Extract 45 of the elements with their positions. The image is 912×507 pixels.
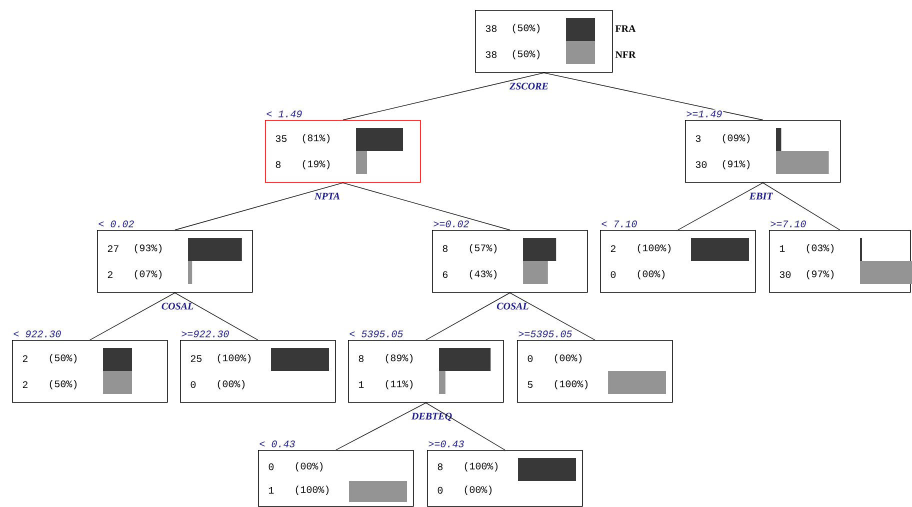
edge-label: < 1.49 bbox=[265, 110, 304, 118]
branch-line bbox=[342, 182, 510, 230]
split-variable: NPTA bbox=[314, 192, 340, 200]
split-variable: DEBTEQ bbox=[411, 412, 452, 422]
branch-line bbox=[426, 292, 510, 340]
branch-line bbox=[762, 182, 840, 230]
edge-label: >=1.49 bbox=[685, 110, 724, 118]
split-variable: COSAL bbox=[162, 302, 194, 310]
split-variable: ZSCORE bbox=[509, 82, 548, 90]
edge-label: < 0.02 bbox=[97, 220, 136, 228]
branch-line bbox=[90, 292, 176, 340]
branch-line bbox=[426, 402, 506, 450]
branch-line bbox=[174, 292, 258, 340]
tree-node-box: 0 (00%) 5 (100%) bbox=[517, 340, 673, 403]
edge-label: >=0.43 bbox=[427, 440, 466, 448]
tree-node-box: 0 (00%) 1 (100%) bbox=[258, 450, 414, 507]
edge-label: < 5395.05 bbox=[348, 330, 404, 338]
edge-label: >=0.02 bbox=[432, 220, 470, 228]
edge-label: < 0.43 bbox=[258, 440, 296, 448]
edge-label: >=922.30 bbox=[180, 330, 230, 338]
branch-line bbox=[342, 72, 544, 120]
edge-label: >=7.10 bbox=[769, 220, 808, 228]
branch-line bbox=[544, 72, 764, 120]
tree-node-box: 1 (03%) 30 (97%) bbox=[769, 230, 912, 293]
split-variable: EBIT bbox=[749, 192, 774, 200]
tree-node-box: 8 (57%) 6 (43%) bbox=[432, 230, 588, 293]
tree-node-box: 25 (100%) 0 (00%) bbox=[180, 340, 336, 403]
tree-node-box: 2 (50%) 2 (50%) bbox=[12, 340, 168, 403]
tree-node-box: 8 (100%) 0 (00%) bbox=[427, 450, 583, 507]
branch-line bbox=[678, 182, 764, 230]
split-variable: COSAL bbox=[496, 302, 528, 310]
tree-node-box: 2 (100%) 0 (00%) bbox=[600, 230, 756, 293]
tree-node-box: 8 (89%) 1 (11%) bbox=[348, 340, 504, 403]
class-label: NFR bbox=[615, 51, 636, 58]
tree-node-box: 35 (81%) 8 (19%) bbox=[265, 120, 421, 183]
branch-line bbox=[510, 292, 596, 340]
edge-label: >=5395.05 bbox=[517, 330, 574, 338]
branch-line bbox=[174, 182, 344, 230]
edge-label: < 922.30 bbox=[12, 330, 62, 338]
branch-line bbox=[336, 402, 426, 450]
tree-node-box: 38 (50%) 38 (50%) bbox=[475, 10, 613, 73]
class-label: FRA bbox=[615, 25, 636, 32]
edge-label: < 7.10 bbox=[600, 220, 638, 228]
tree-node-box: 27 (93%) 2 (07%) bbox=[97, 230, 253, 293]
tree-node-box: 3 (09%) 30 (91%) bbox=[685, 120, 841, 183]
